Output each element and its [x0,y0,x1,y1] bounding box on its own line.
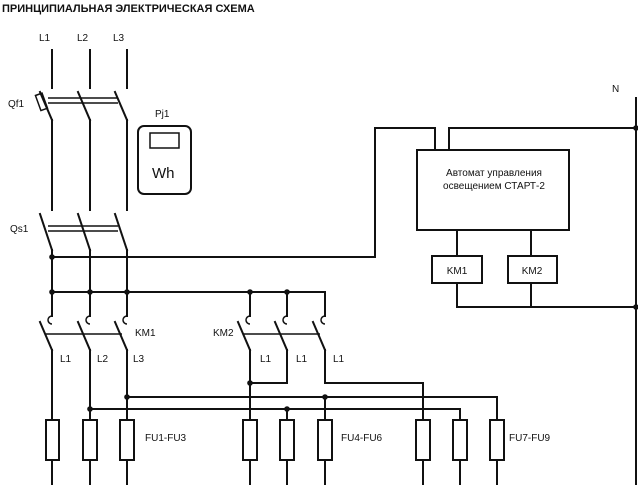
neutral-label: N [612,84,619,95]
km1-contact-label: KM1 [135,328,156,339]
fuse-group-2-label: FU4-FU6 [341,433,383,444]
coil-neutral-wire [456,282,637,308]
qf1-thermal-element [34,92,49,112]
meter-label: Pj1 [155,109,170,120]
controller-line-1: Автомат управления [446,168,542,179]
qs1-switch [38,212,129,252]
fuse [242,419,258,461]
controller-line-2: освещением СТАРТ-2 [443,181,545,192]
controller-phase-wire [51,127,436,258]
fuse [45,419,60,461]
incoming-lines [51,49,128,89]
distribution-wires [51,349,498,421]
controller-box [416,149,570,231]
km1-contacts [38,315,129,352]
meter-unit: Wh [152,165,175,182]
qf1-label: Qf1 [8,99,25,110]
km1-out-l2: L2 [97,354,109,365]
phase-label-l3: L3 [113,33,125,44]
fuse [452,419,468,461]
km1-out-l1: L1 [60,354,72,365]
fuse [82,419,98,461]
fuse [489,419,505,461]
phase-label-l2: L2 [77,33,89,44]
km2-out-1: L1 [260,354,272,365]
km1-coil-label: KM1 [447,266,468,277]
fuse [279,419,295,461]
junction-dot [633,304,638,310]
km2-out-3: L1 [333,354,345,365]
diagram-title: ПРИНЦИПИАЛЬНАЯ ЭЛЕКТРИЧЕСКАЯ СХЕМА [2,3,255,15]
controller-neutral-wire [448,127,637,149]
fuse [119,419,135,461]
fuse [415,419,431,461]
meter [137,125,192,195]
fuse-group-1-label: FU1-FU3 [145,433,187,444]
km2-coil [507,255,558,284]
qs1-label: Qs1 [10,224,29,235]
km2-coil-label: KM2 [522,266,543,277]
fuse-group-3-label: FU7-FU9 [509,433,551,444]
km2-out-2: L1 [296,354,308,365]
fuses [45,419,505,485]
km2-contacts [236,315,327,352]
km1-out-l3: L3 [133,354,145,365]
junction-dot [49,254,55,260]
km2-contact-label: KM2 [213,328,234,339]
junction-dot [633,125,638,131]
qf1-breaker [34,90,129,211]
phase-label-l1: L1 [39,33,51,44]
fuse [317,419,333,461]
km2-supply-bus [49,289,326,317]
